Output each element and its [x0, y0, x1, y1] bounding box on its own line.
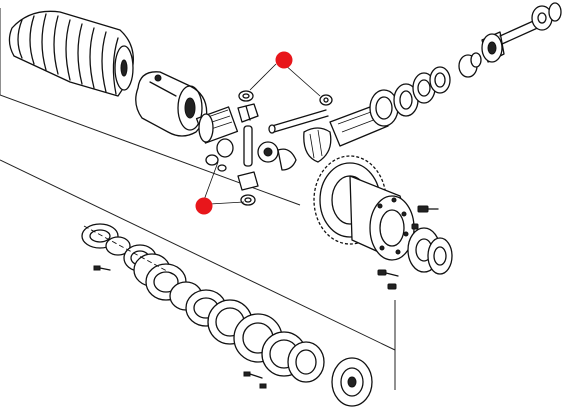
callout-marker-top [275, 51, 293, 69]
drive-pinion-shaft [268, 109, 332, 163]
rubber-boot [8, 10, 134, 97]
left-splined-shaft [195, 106, 239, 144]
callout-marker-bottom [195, 197, 213, 215]
lower-bearing-stack [81, 223, 373, 407]
callout-markers [195, 51, 293, 215]
lower-bolts [93, 265, 267, 389]
assembly-axis [83, 225, 177, 277]
ring-gear-bolts [377, 205, 439, 290]
leader-lines [203, 63, 321, 205]
axle-housing [135, 71, 208, 137]
thrust-washer [319, 94, 333, 106]
ring-gear-assembly [313, 155, 453, 275]
right-output-shaft [329, 83, 419, 147]
differential-pinion-set [205, 90, 297, 206]
upper-right-bearings [412, 2, 562, 104]
